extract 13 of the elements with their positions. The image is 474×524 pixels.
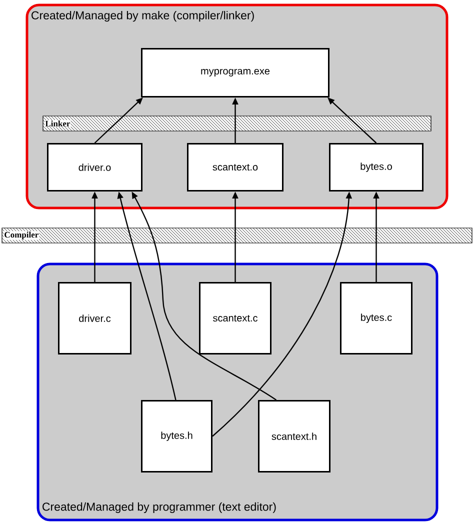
file-box: bytes.c [340,282,412,354]
file-box: scantext.c [199,282,272,354]
file-box: bytes.o [329,143,424,192]
phase-label: Linker [44,120,71,127]
file-box: scantext.h [258,400,330,472]
file-box: myprogram.exe [141,48,330,98]
phase-label: Compiler [4,231,40,240]
group-title: Created/Managed by programmer (text editor) [42,502,276,514]
file-box: bytes.h [141,400,212,472]
file-box: scantext.o [187,143,284,192]
file-box: driver.c [58,282,132,354]
group-title: Created/Managed by make (compiler/linker) [32,10,254,22]
file-box: driver.o [47,143,142,192]
